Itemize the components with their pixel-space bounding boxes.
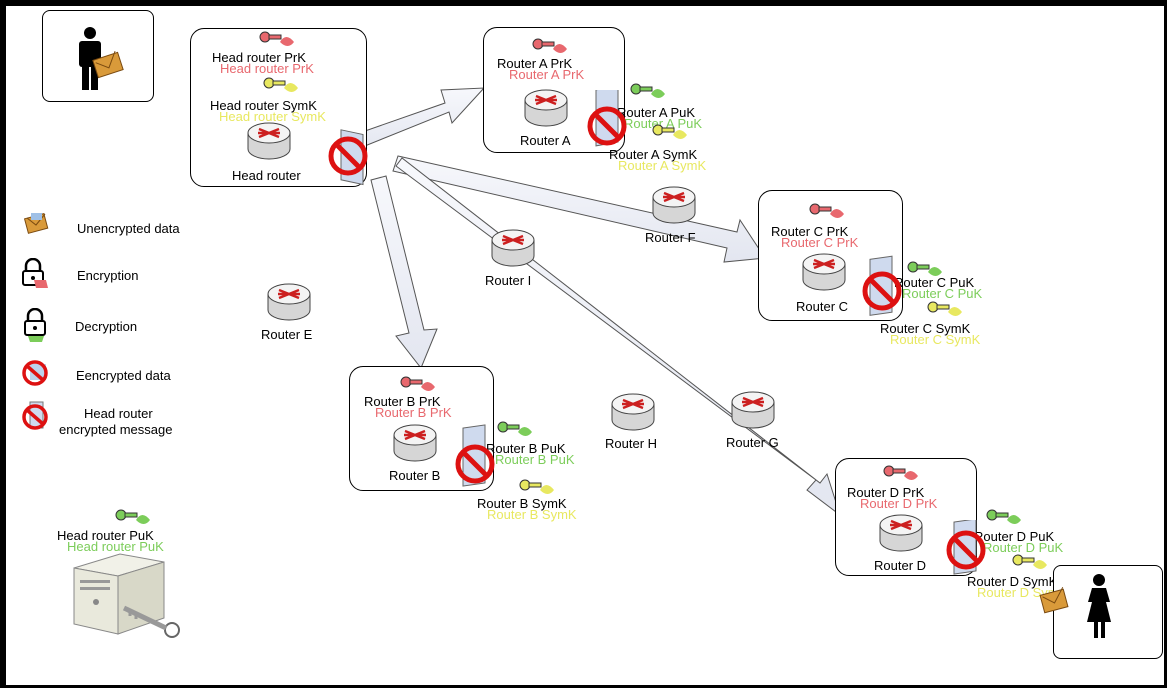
router-icon	[524, 89, 568, 127]
head-router-prk-label: Head router PrK	[212, 50, 306, 65]
legend-encryption-label: Encryption	[77, 268, 139, 283]
router-icon	[267, 283, 311, 321]
key-icon	[532, 38, 567, 53]
router-c-symk-ghost: Router C SymK	[890, 332, 981, 347]
router-g-label: Router G	[726, 435, 779, 450]
legend-unencrypted-label: Unencrypted data	[77, 221, 180, 236]
flow-arrow-to-router-c	[392, 155, 766, 263]
router-b-symk-label: Router B SymK	[477, 496, 567, 511]
envelope-icon	[24, 213, 49, 234]
router-c-name-label: Router C	[796, 299, 849, 314]
legend-head-msg-line1: Head router	[84, 406, 153, 421]
head-router-box	[190, 28, 367, 187]
router-d-name-label: Router D	[874, 558, 927, 573]
server-icon	[73, 553, 180, 638]
key-icon	[630, 83, 665, 98]
router-b-puk-label: Router B PuK	[486, 441, 566, 456]
head-router-symk-ghost: Head router SymK	[219, 109, 326, 124]
router-icon	[879, 514, 923, 552]
legend-decryption-label: Decryption	[75, 319, 138, 334]
router-a-symk-ghost: Router A SymK	[618, 158, 707, 173]
head-router-prk-ghost: Head router PrK	[220, 61, 314, 76]
head-router-name-label: Head router	[232, 168, 301, 183]
server-puk-label: Head router PuK	[57, 528, 154, 543]
router-h-label: Router H	[605, 436, 658, 451]
padlock-icon	[22, 258, 48, 288]
router-b-name-label: Router B	[389, 468, 441, 483]
forbidden-icon	[328, 129, 368, 186]
router-a-puk-label: Router A PuK	[617, 105, 696, 120]
router-d-symk-label: Router D SymK	[967, 574, 1058, 589]
router-icon	[491, 229, 535, 267]
key-icon	[519, 479, 554, 494]
router-f-label: Router F	[645, 230, 696, 245]
key-icon	[497, 421, 532, 436]
key-icon	[986, 509, 1021, 524]
key-icon	[400, 376, 435, 391]
router-c-prk-ghost: Router C PrK	[781, 235, 859, 250]
router-icon	[731, 391, 775, 429]
legend-head-msg-line2: encrypted message	[59, 422, 173, 437]
router-b-puk-ghost: Router B PuK	[495, 452, 575, 467]
forbidden-icon	[22, 401, 48, 430]
router-d-puk-label: Router D PuK	[974, 529, 1055, 544]
forbidden-icon	[22, 360, 48, 386]
router-a-prk-label: Router A PrK	[497, 56, 573, 71]
forbidden-icon	[862, 255, 902, 316]
flow-arrow-to-router-b	[370, 175, 438, 369]
padlock-icon	[24, 308, 46, 342]
router-c-puk-label: Router C PuK	[894, 275, 975, 290]
female-user-icon	[1039, 574, 1111, 638]
forbidden-icon	[946, 520, 986, 575]
forbidden-icon	[587, 90, 627, 147]
router-e-label: Router E	[261, 327, 313, 342]
key-icon	[1012, 554, 1047, 569]
key-icon	[263, 77, 298, 92]
forbidden-icon	[455, 424, 495, 487]
router-a-prk-ghost: Router A PrK	[509, 67, 585, 82]
key-icon	[652, 124, 687, 139]
router-d-prk-ghost: Router D PrK	[860, 496, 938, 511]
router-icon	[393, 424, 437, 462]
server-puk-ghost: Head router PuK	[67, 539, 164, 554]
key-icon	[927, 301, 962, 316]
router-d-puk-ghost: Router D PuK	[983, 540, 1064, 555]
key-icon	[259, 31, 294, 46]
key-icon	[883, 465, 918, 480]
router-icon	[652, 186, 696, 224]
router-icon	[802, 253, 846, 291]
head-router-symk-label: Head router SymK	[210, 98, 317, 113]
router-icon	[611, 393, 655, 431]
legend-encrypted-label: Eencrypted data	[76, 368, 171, 383]
router-a-symk-label: Router A SymK	[609, 147, 698, 162]
router-b-symk-ghost: Router B SymK	[487, 507, 577, 522]
router-a-puk-ghost: Router A PuK	[624, 116, 703, 131]
router-c-puk-ghost: Router C PuK	[902, 286, 983, 301]
router-c-symk-label: Router C SymK	[880, 321, 971, 336]
router-b-prk-label: Router B PrK	[364, 394, 441, 409]
key-icon	[115, 509, 150, 524]
router-d-prk-label: Router D PrK	[847, 485, 925, 500]
router-a-name-label: Router A	[520, 133, 571, 148]
key-icon	[907, 261, 942, 276]
router-b-prk-ghost: Router B PrK	[375, 405, 452, 420]
male-user-icon	[79, 27, 124, 90]
router-c-prk-label: Router C PrK	[771, 224, 849, 239]
key-icon	[809, 203, 844, 218]
router-icon	[247, 122, 291, 160]
router-i-label: Router I	[485, 273, 532, 288]
